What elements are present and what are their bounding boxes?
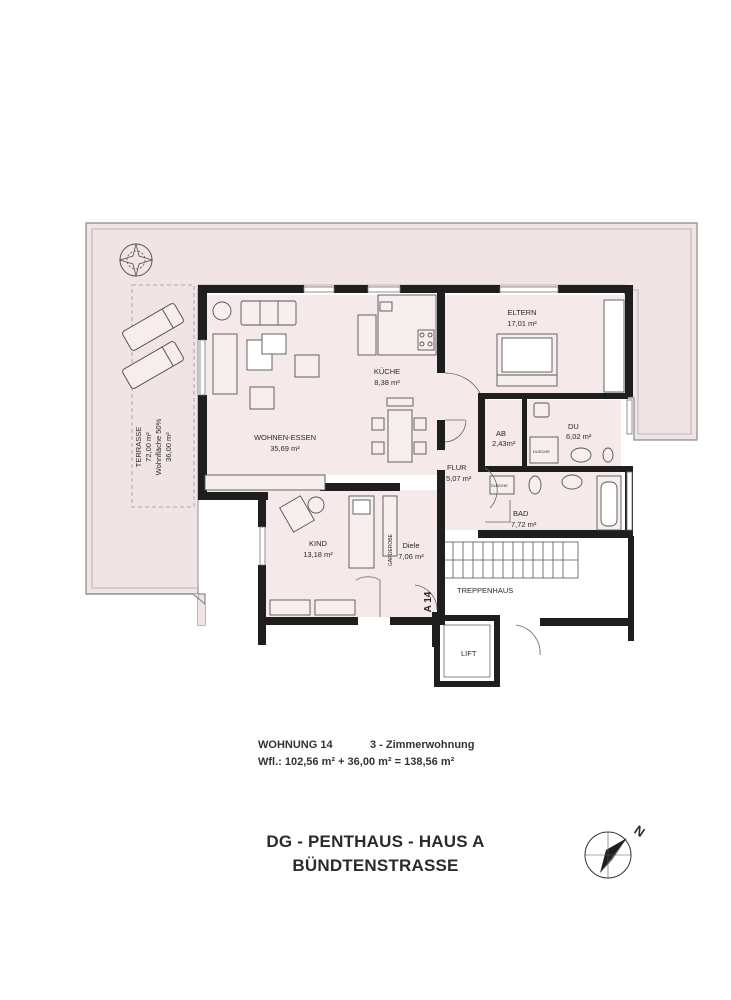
label-flur: FLUR [447, 463, 467, 472]
apartment-number: WOHNUNG 14 [258, 739, 333, 751]
label-dusche-du: DUSCHE [533, 449, 550, 454]
label-kueche: KÜCHE [374, 367, 400, 376]
area-kind: 13,18 m² [303, 550, 333, 559]
label-diele: Diele [402, 541, 419, 550]
area-terrasse: 72,00 m² [144, 432, 153, 462]
plant-icon [118, 243, 154, 277]
area-terrasse-half: 36,00 m² [164, 432, 173, 462]
living-furniture [204, 294, 437, 491]
label-eltern: ELTERN [507, 308, 536, 317]
door-swings [355, 372, 541, 656]
page-title: DG - PENTHAUS - HAUS A [266, 832, 485, 851]
stair-area [434, 538, 629, 687]
area-du: 6,02 m² [566, 432, 592, 441]
area-eltern: 17,01 m² [507, 319, 537, 328]
label-treppenhaus: TREPPENHAUS [457, 586, 513, 595]
label-kind: KIND [309, 539, 328, 548]
windows [199, 286, 633, 566]
area-kueche: 8,38 m² [374, 378, 400, 387]
label-wohnen: WOHNEN-ESSEN [254, 433, 316, 442]
room-labels: KÜCHE 8,38 m² WOHNEN-ESSEN 35,69 m² ELTE… [134, 308, 592, 658]
area-bad: 7,72 m² [511, 520, 537, 529]
label-dusche-bad: DUSCHE [491, 483, 508, 488]
area-diele: 7,06 m² [398, 552, 424, 561]
area-ab: 2,43m² [492, 439, 516, 448]
compass-icon: N [584, 822, 648, 879]
label-garderobe: GARDEROBE [388, 533, 394, 566]
label-du: DU [568, 422, 579, 431]
apartment-type: 3 - Zimmerwohnung [370, 739, 475, 751]
label-bad: BAD [513, 509, 529, 518]
area-flur: 5,07 m² [446, 474, 472, 483]
sun-loungers [122, 303, 184, 389]
unit-tag: A 14 [423, 591, 434, 612]
bedroom-furniture [269, 299, 625, 616]
note-terrasse: Wohnfläche 50% [154, 418, 163, 475]
apartment-area: Wfl.: 102,56 m² + 36,00 m² = 138,56 m² [258, 756, 455, 768]
label-terrasse: TERRASSE [134, 427, 143, 467]
page-subtitle: BÜNDTENSTRASSE [292, 856, 459, 875]
label-ab: AB [496, 429, 506, 438]
area-wohnen: 35,69 m² [270, 444, 300, 453]
apartment-header: WOHNUNG 14 3 - Zimmerwohnung [258, 739, 475, 751]
label-lift: LIFT [461, 649, 477, 658]
